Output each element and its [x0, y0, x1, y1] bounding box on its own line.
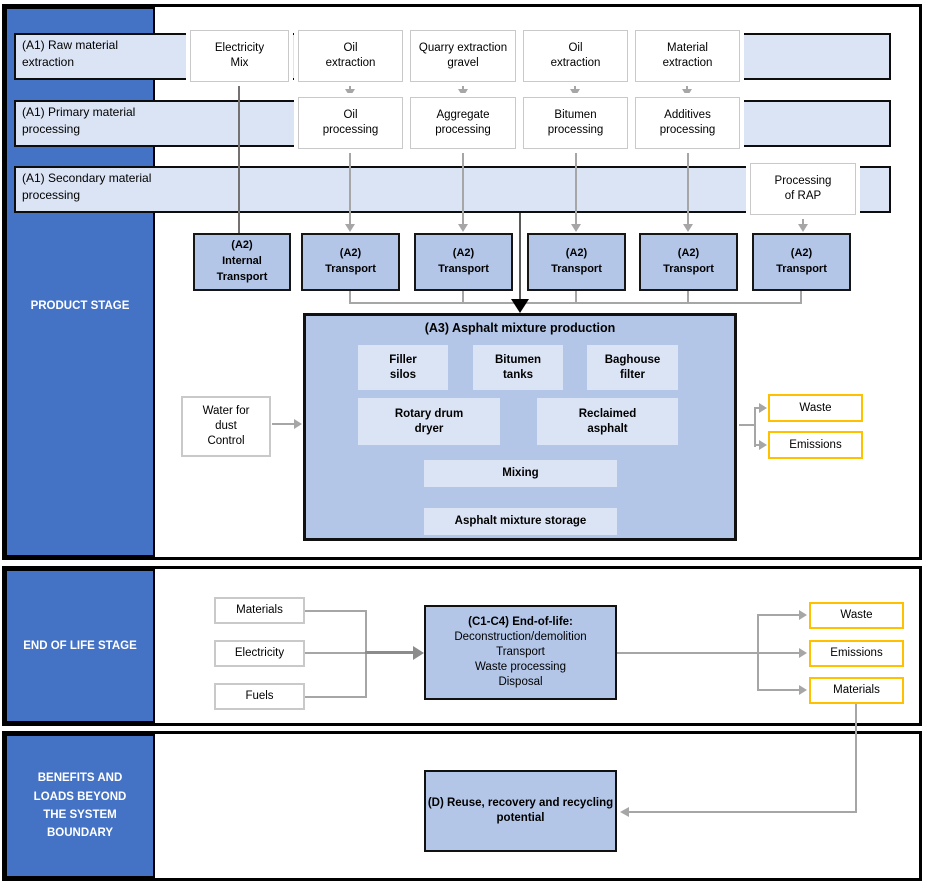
sidebar-benefits: BENEFITS AND LOADS BEYOND THE SYSTEM BOU… — [5, 734, 155, 878]
connector-a3-to-waste — [754, 407, 760, 409]
connector-transport5-down — [800, 291, 802, 304]
box-eol-emissions-output: Emissions — [809, 640, 904, 667]
arrowhead-into-waste — [759, 403, 767, 413]
connector-electricity-to-internal-transport — [238, 83, 240, 233]
box-material-extraction: Material extraction — [635, 30, 740, 82]
box-oil-extraction-2: Oil extraction — [523, 30, 628, 82]
connector-bitumen-to-transport — [575, 149, 577, 225]
unit-reclaimed-asphalt: Reclaimed asphalt — [537, 398, 678, 445]
connector-transport4-down — [687, 291, 689, 304]
box-additives-processing: Additives processing — [635, 97, 740, 149]
arrowhead-into-transport-2 — [458, 224, 468, 232]
connector-electricity-bus — [305, 652, 366, 654]
unit-mixing: Mixing — [424, 460, 617, 487]
box-eol-electricity-input: Electricity — [214, 640, 305, 667]
end-of-life-label: END OF LIFE STAGE — [23, 639, 137, 652]
sidebar-product-stage: PRODUCT STAGE — [5, 7, 155, 557]
connector-material-extraction-down — [686, 83, 688, 90]
connector-eol-input-bus — [365, 610, 367, 698]
box-c1-c4-end-of-life: (C1-C4) End-of-life: Deconstruction/demo… — [424, 605, 617, 700]
box-eol-waste-output: Waste — [809, 602, 904, 629]
connector-oil-processing-to-transport — [349, 149, 351, 225]
unit-asphalt-mixture-storage: Asphalt mixture storage — [424, 508, 617, 535]
connector-a3-out-split — [754, 407, 756, 447]
box-d-reuse-recovery-recycling: (D) Reuse, recovery and recycling potent… — [424, 770, 617, 852]
arrowhead-into-c1c4 — [413, 646, 424, 660]
connector-center-to-a3 — [519, 213, 521, 301]
arrowhead-into-aggregate-processing — [458, 89, 468, 97]
box-a2-transport-5: (A2) Transport — [752, 233, 851, 291]
connector-to-eol-waste — [759, 614, 800, 616]
arrowhead-water-into-a3 — [294, 419, 302, 429]
box-electricity-mix: Electricity Mix — [190, 30, 289, 82]
box-oil-processing: Oil processing — [298, 97, 403, 149]
band-secondary-material-processing — [14, 166, 891, 213]
connector-a3-out — [739, 424, 755, 426]
arrowhead-into-a3 — [511, 299, 529, 313]
box-eol-fuels-input: Fuels — [214, 683, 305, 710]
benefits-label: BENEFITS AND LOADS BEYOND THE SYSTEM BOU… — [33, 772, 127, 840]
unit-rotary-drum-dryer: Rotary drum dryer — [358, 398, 500, 445]
connector-materials-down — [855, 704, 857, 813]
connector-transport1-down — [349, 291, 351, 304]
box-emissions-product: Emissions — [768, 431, 863, 459]
arrowhead-into-emissions — [759, 440, 767, 450]
arrowhead-into-transport-3 — [571, 224, 581, 232]
arrowhead-into-eol-waste — [799, 610, 807, 620]
arrowhead-into-additives-processing — [682, 89, 692, 97]
product-stage-label: PRODUCT STAGE — [30, 299, 130, 312]
box-oil-extraction-1: Oil extraction — [298, 30, 403, 82]
arrowhead-into-bitumen-processing — [570, 89, 580, 97]
connector-materials-to-d — [629, 811, 857, 813]
connector-to-eol-materials — [759, 689, 800, 691]
connector-additives-to-transport — [687, 149, 689, 225]
connector-c1c4-out-split — [757, 614, 759, 691]
connector-to-eol-emissions — [759, 652, 800, 654]
connector-fuels-bus — [305, 696, 366, 698]
arrowhead-into-d — [620, 807, 629, 817]
connector-rap-to-transport — [802, 215, 804, 225]
box-eol-materials-output: Materials — [809, 677, 904, 704]
connector-oil-extraction2-down — [574, 83, 576, 90]
box-processing-of-rap: Processing of RAP — [750, 163, 856, 215]
arrowhead-into-eol-materials — [799, 685, 807, 695]
arrowhead-into-oil-processing — [345, 89, 355, 97]
arrowhead-into-eol-emissions — [799, 648, 807, 658]
box-a2-transport-1: (A2) Transport — [301, 233, 400, 291]
band-secondary-material-processing-label: (A1) Secondary material processing — [22, 171, 152, 202]
arrowhead-into-transport-1 — [345, 224, 355, 232]
connector-transport2-down — [462, 291, 464, 304]
connector-a3-to-emissions — [754, 444, 760, 446]
arrowhead-into-transport-5 — [798, 224, 808, 232]
connector-transport3-down — [575, 291, 577, 304]
c1c4-steps: Deconstruction/demolition Transport Wast… — [454, 631, 587, 688]
box-waste-product: Waste — [768, 394, 863, 422]
sidebar-end-of-life: END OF LIFE STAGE — [5, 569, 155, 723]
box-a2-transport-3: (A2) Transport — [527, 233, 626, 291]
box-bitumen-processing: Bitumen processing — [523, 97, 628, 149]
connector-c1c4-out — [617, 652, 758, 654]
connector-transport-bus — [349, 302, 802, 304]
unit-filler-silos: Filler silos — [358, 345, 448, 390]
band-raw-material-extraction-label: (A1) Raw material extraction — [22, 38, 119, 69]
a3-title: (A3) Asphalt mixture production — [424, 321, 616, 335]
box-water-for-dust-control: Water for dust Control — [181, 396, 271, 457]
arrowhead-into-transport-4 — [683, 224, 693, 232]
box-a2-transport-4: (A2) Transport — [639, 233, 738, 291]
unit-baghouse-filter: Baghouse filter — [587, 345, 678, 390]
unit-bitumen-tanks: Bitumen tanks — [473, 345, 563, 390]
box-aggregate-processing: Aggregate processing — [410, 97, 516, 149]
connector-quarry-down — [462, 83, 464, 90]
c1c4-title: (C1-C4) End-of-life: — [468, 616, 573, 629]
box-quarry-extraction-gravel: Quarry extraction gravel — [410, 30, 516, 82]
connector-materials-bus — [305, 610, 366, 612]
box-eol-materials-input: Materials — [214, 597, 305, 624]
connector-into-c1c4 — [365, 651, 414, 654]
box-a2-internal-transport: (A2) Internal Transport — [193, 233, 291, 291]
connector-oil-extraction-down — [349, 83, 351, 90]
connector-water-to-a3 — [272, 423, 295, 425]
box-a2-transport-2: (A2) Transport — [414, 233, 513, 291]
band-primary-material-processing-label: (A1) Primary material processing — [22, 105, 136, 136]
connector-aggregate-to-transport — [462, 149, 464, 225]
